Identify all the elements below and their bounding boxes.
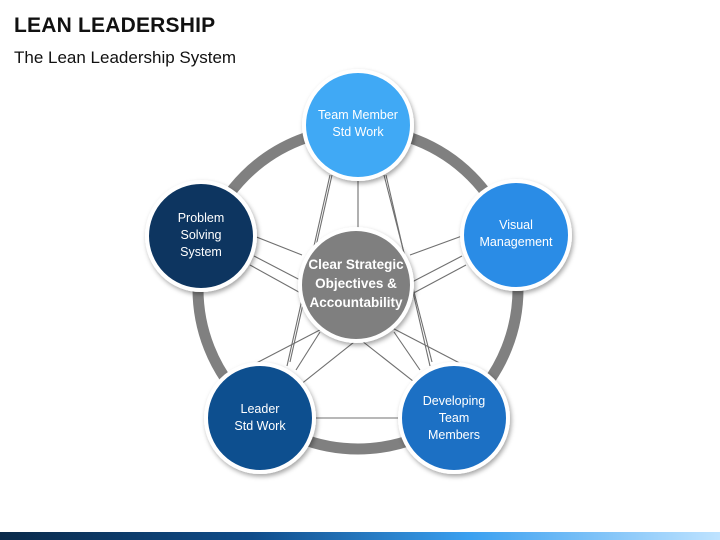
- node-label-line: Std Work: [234, 419, 286, 433]
- node-leader-std-work: Leader Std Work: [204, 362, 316, 474]
- node-developing-team-members: Developing Team Members: [398, 362, 510, 474]
- node-label-line: Std Work: [332, 125, 384, 139]
- page-title: LEAN LEADERSHIP: [14, 14, 216, 37]
- node-label-line: System: [180, 245, 222, 259]
- center-line-3: Accountability: [309, 295, 403, 310]
- node-label-line: Members: [428, 428, 480, 442]
- node-label-line: Team: [439, 411, 470, 425]
- node-visual-management: Visual Management: [460, 179, 572, 291]
- connector-line: [393, 331, 421, 371]
- node-label-line: Management: [480, 235, 553, 249]
- node-label-line: Team Member: [318, 108, 398, 122]
- connector-line: [253, 235, 303, 256]
- connector-line: [409, 235, 463, 256]
- node-problem-solving-system: Problem Solving System: [145, 180, 257, 292]
- connector-line: [295, 331, 321, 371]
- node-team-member-std-work: Team Member Std Work: [302, 69, 414, 181]
- connector-line: [249, 264, 307, 297]
- center-line-1: Clear Strategic: [308, 257, 404, 272]
- center-node: Clear Strategic Objectives & Accountabil…: [298, 227, 414, 343]
- center-line-2: Objectives &: [315, 276, 397, 291]
- node-label-line: Developing: [423, 394, 486, 408]
- node-label-line: Solving: [181, 228, 222, 242]
- connector-line: [407, 264, 467, 297]
- node-label-line: Visual: [499, 218, 533, 232]
- page-subtitle: The Lean Leadership System: [14, 48, 237, 67]
- node-label-line: Problem: [178, 211, 225, 225]
- footer-bar: [0, 532, 720, 540]
- node-label-line: Leader: [241, 402, 280, 416]
